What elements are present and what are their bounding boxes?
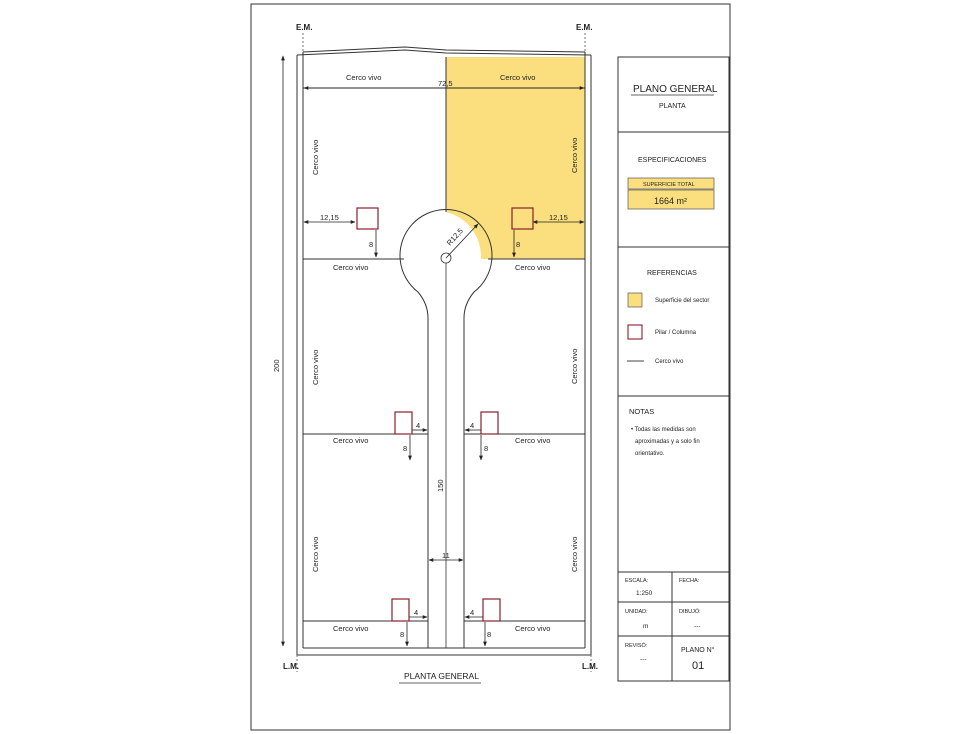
hedge-label: Cerco vivo [515,624,550,633]
hedge-label: Cerco vivo [311,350,320,385]
pillar-side-label: 4 [416,421,420,430]
lm-left-label: L.M. [283,662,299,671]
hedge-label: Cerco vivo [570,349,579,384]
hedge-label: Cerco vivo [311,537,320,572]
plano-value: 01 [692,660,704,672]
ref-sector-swatch [627,292,643,308]
hedge-label: Cerco vivo [515,263,550,272]
title-block [617,56,730,682]
pillar-gap-label: 8 [403,444,407,453]
street-length-label: 150 [436,479,445,492]
hedge-label: Cerco vivo [333,436,368,445]
escala-value: 1:250 [636,590,653,597]
pillar-gap-label: 8 [516,240,520,249]
notes-title: NOTAS [629,407,654,416]
hedge-label: Cerco vivo [570,537,579,572]
radius-dimension [445,223,479,259]
ref-label: Pilar / Columna [655,330,697,336]
refs-title: REFERENCIAS [647,270,697,277]
subtitle: PLANTA [659,103,686,110]
pillar [480,411,499,435]
hedge-label: Cerco vivo [333,263,368,272]
plan-caption: PLANTA GENERAL [404,671,479,681]
unidad-label: UNIDAD: [625,609,648,615]
surface-value-box [627,189,715,210]
ref-label: Cerco vivo [655,359,684,365]
hedge-label: Cerco vivo [570,138,579,173]
pillar-gap-dimensions [374,230,516,647]
escala-label: ESCALA: [625,578,649,584]
surface-label: SUPERFICIE TOTAL [643,182,695,188]
sheet-border [250,3,731,731]
pillar [482,598,501,622]
street-width-label: 11 [442,551,450,560]
pillar-side-label: 4 [470,421,474,430]
pillars [356,207,534,622]
cul-de-sac-street [399,209,493,648]
em-right-label: E.M. [576,23,592,32]
surface-header-box [627,177,715,190]
fecha-label: FECHA: [679,578,700,584]
notes-line: aproximadas y a solo fin [635,439,700,445]
hedge-label: Cerco vivo [346,73,381,82]
sector-highlight [446,57,585,259]
pillar [391,598,410,622]
ref-label: Superficie del sector [655,298,709,304]
reviso-value: --- [640,656,647,663]
em-left-label: E.M. [296,23,312,32]
dibujo-value: --- [694,623,701,630]
specs-title: ESPECIFICACIONES [638,157,707,164]
ref-pillar-swatch [627,324,643,340]
hedge-label: Cerco vivo [515,436,550,445]
notes-line: • Todas las medidas son [631,427,696,433]
lm-right-label: L.M. [582,662,598,671]
pillar [511,207,534,230]
offset-left-label: 12,15 [320,213,339,222]
pillar-side-dimensions [409,428,483,619]
hedge-label: Cerco vivo [333,624,368,633]
reviso-label: REVISÓ: [625,642,648,649]
total-height-label: 200 [272,359,281,372]
unidad-value: m [643,623,648,630]
property-boundary [296,46,592,656]
surface-value: 1664 m² [654,196,687,206]
title: PLANO GENERAL [633,84,718,95]
pillar [356,207,379,230]
pillar-side-label: 4 [470,608,474,617]
pillar-gap-label: 8 [369,240,373,249]
dibujo-label: DIBUJÓ: [679,608,701,615]
total-width-label: 72,5 [438,79,453,88]
pillar-side-label: 4 [414,608,418,617]
pillar-gap-label: 8 [484,444,488,453]
em-markers [296,33,592,672]
hedge-label: Cerco vivo [500,73,535,82]
pillar-gap-label: 8 [400,630,404,639]
hedge-label: Cerco vivo [311,140,320,175]
pillar-gap-label: 8 [487,630,491,639]
radius-label: R12,5 [445,226,465,247]
notes-line: orientativo. [635,451,665,457]
offset-right-label: 12,15 [549,213,568,222]
plano-label: PLANO N° [681,646,715,654]
pillar [394,411,413,435]
